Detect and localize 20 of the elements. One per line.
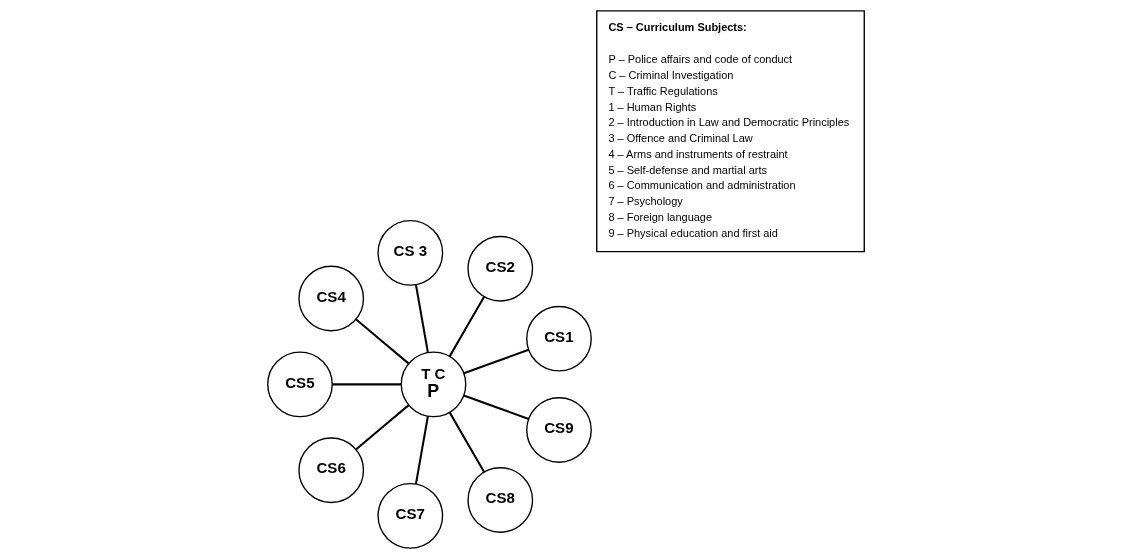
node-circle: CS6 bbox=[298, 437, 365, 504]
node-circle: CS8 bbox=[467, 467, 534, 533]
node-circle: CS9 bbox=[526, 397, 592, 463]
node-circle: CS4 bbox=[298, 265, 365, 332]
connector bbox=[448, 411, 486, 473]
node-circle: CS1 bbox=[526, 305, 592, 372]
node-circle: CS5 bbox=[267, 351, 333, 418]
connector bbox=[448, 296, 486, 357]
node-circle: T C P bbox=[400, 351, 467, 418]
connector bbox=[463, 394, 530, 420]
connector bbox=[414, 284, 429, 353]
node-box: CS – Curriculum Subjects: P – Police affairs and code of conduct C – Criminal Investigation T – Traffic Regulations 1 – Human Rights 2 – Introduction in Law and Democratic Principles 3 – Offence and Criminal Law 4 – Arms and instruments of restraint 5 – Self-defense and martial arts 6 – Communication and administration 7 – Psychology 8 – Foreign language 9 – Physical education and first aid bbox=[596, 10, 865, 253]
connector bbox=[332, 383, 402, 386]
node-circle: CS7 bbox=[377, 482, 444, 549]
connector bbox=[355, 404, 410, 451]
connector bbox=[355, 318, 410, 365]
connector bbox=[414, 416, 429, 485]
connector bbox=[463, 348, 530, 375]
node-circle: CS2 bbox=[467, 235, 534, 302]
node-circle: CS 3 bbox=[377, 219, 444, 286]
